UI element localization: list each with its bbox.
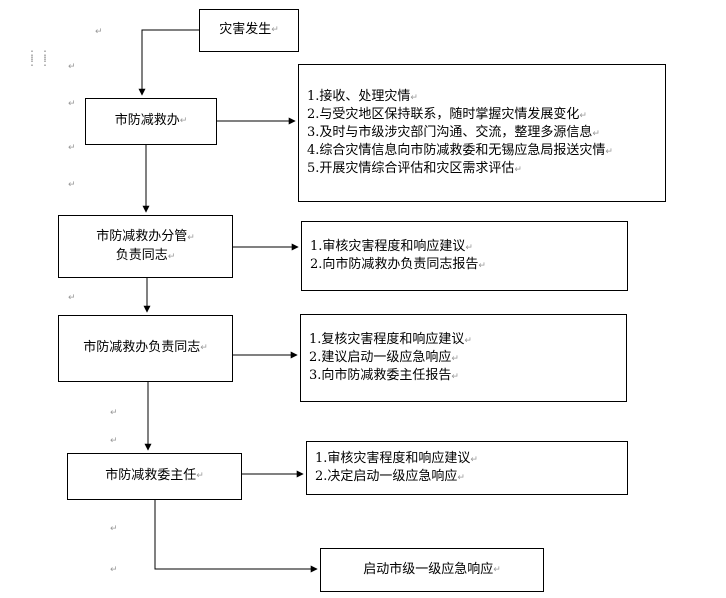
- task-item: 4.综合灾情信息向市防减救委和无锡应急局报送灾情↵: [307, 143, 613, 159]
- paragraph-mark: ↵: [110, 565, 118, 575]
- paragraph-mark: ↵: [196, 471, 204, 482]
- paragraph-mark: ↵: [110, 436, 118, 446]
- tasks-city-office: 1.接收、处理灾情↵ 2.与受灾地区保持联系，随时掌握灾情发展变化↵ 3.及时与…: [298, 64, 666, 202]
- node-label-line1: 市防减救办分管: [96, 229, 188, 245]
- node-office-lead: 市防减救办负责同志↵: [58, 315, 233, 382]
- paragraph-mark: ↵: [110, 524, 118, 534]
- node-label-line2: 负责同志: [115, 247, 168, 263]
- task-item: 2.建议启动一级应急响应↵: [309, 349, 459, 365]
- paragraph-mark: ↵: [68, 62, 76, 72]
- arrow-start-to-office: [138, 29, 199, 96]
- paragraph-mark: ↵: [167, 251, 176, 262]
- paragraph-mark: ↵: [68, 99, 76, 109]
- node-city-office: 市防减救办↵: [85, 98, 217, 145]
- task-item: 5.开展灾情综合评估和灾区需求评估↵: [307, 161, 522, 177]
- task-item: 1.复核灾害程度和响应建议↵: [309, 331, 472, 347]
- node-label: 市防减救委主任: [105, 468, 197, 484]
- node-disaster-occurs: 灾害发生↵: [199, 9, 299, 52]
- node-office-deputy: 市防减救办分管↵ 负责同志↵: [58, 215, 233, 278]
- paragraph-mark: ↵: [187, 233, 195, 244]
- tasks-office-deputy: 1.审核灾害程度和响应建议↵ 2.向市防减救办负责同志报告↵: [301, 221, 628, 291]
- tasks-committee-director: 1.审核灾害程度和响应建议↵ 2.决定启动一级应急响应↵: [306, 441, 628, 495]
- task-item: 3.及时与市级涉灾部门沟通、交流，整理多源信息↵: [307, 124, 600, 140]
- paragraph-mark: ↵: [68, 293, 76, 303]
- paragraph-mark: ↵: [68, 143, 76, 153]
- paragraph-mark: ↵: [110, 408, 118, 418]
- node-start-level1-response: 启动市级一级应急响应↵: [320, 548, 544, 592]
- task-item: 2.与受灾地区保持联系，随时掌握灾情发展变化↵: [307, 106, 587, 122]
- paragraph-mark: ↵: [271, 25, 279, 36]
- paragraph-mark: ↵: [95, 27, 103, 37]
- tasks-office-lead: 1.复核灾害程度和响应建议↵ 2.建议启动一级应急响应↵ 3.向市防减救委主任报…: [300, 314, 627, 402]
- node-label: 启动市级一级应急响应: [363, 561, 494, 577]
- paragraph-mark: ↵: [68, 180, 76, 190]
- paragraph-mark: ↵: [493, 564, 501, 575]
- task-item: 1.接收、处理灾情↵: [307, 88, 418, 104]
- task-item: 1.审核灾害程度和响应建议↵: [310, 238, 473, 254]
- task-item: 2.向市防减救办负责同志报告↵: [310, 257, 486, 272]
- paragraph-mark: ↵: [179, 116, 188, 127]
- paragraph-mark: ↵: [200, 343, 208, 354]
- arrow-director-to-final: [154, 500, 318, 573]
- task-item: 3.向市防减救委主任报告↵: [309, 368, 459, 384]
- node-label: 市防减救办负责同志: [83, 340, 201, 356]
- node-committee-director: 市防减救委主任↵: [67, 453, 242, 500]
- node-label: 灾害发生: [219, 22, 272, 38]
- task-item: 1.审核灾害程度和响应建议↵: [315, 450, 478, 466]
- task-item: 2.决定启动一级应急响应↵: [315, 469, 465, 484]
- node-label: 市防减救办: [114, 113, 180, 129]
